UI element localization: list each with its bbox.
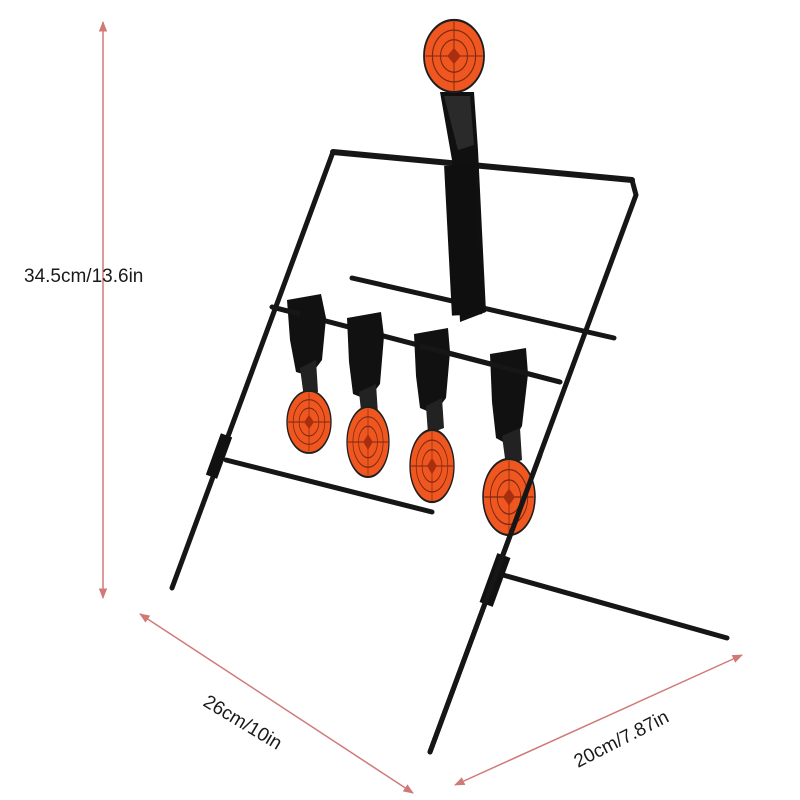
spinner-target-face-1 (287, 391, 331, 453)
frame-left-leg (169, 149, 336, 591)
spinner-plate-2 (347, 312, 389, 477)
depth-dimension-line (454, 654, 743, 786)
spinner-target-face-3 (410, 430, 454, 502)
frame-left-foot (223, 457, 435, 515)
spinner-target-face-2 (347, 407, 389, 477)
reset-target-face (424, 20, 484, 92)
reset-target-assembly (424, 20, 486, 322)
frame-top-bar (330, 149, 635, 183)
width-dimension-line (139, 613, 414, 794)
frame-right-foot (500, 572, 730, 641)
height-dimension-label: 34.5cm/13.6in (24, 266, 143, 287)
left-leg-sleeve (205, 433, 233, 479)
depth-dimension-label: 20cm/7.87in (571, 707, 673, 773)
spinner-plate-1 (287, 294, 331, 453)
spinner-target-face-4 (483, 459, 535, 535)
